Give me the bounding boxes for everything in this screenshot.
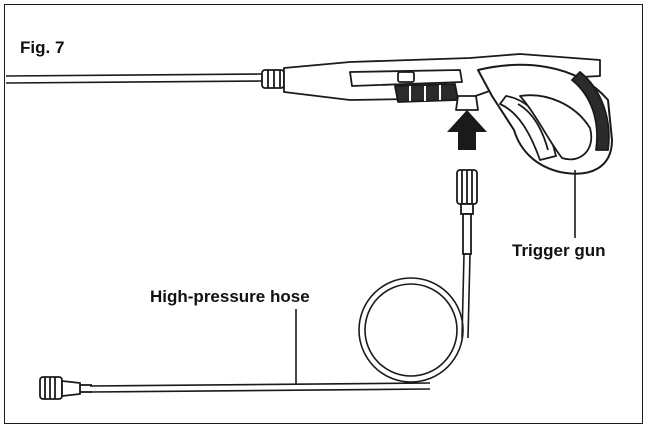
spray-lance [5,73,263,84]
arrow-up-icon [447,110,487,150]
hose-connector [456,169,478,255]
figure-title: Fig. 7 [20,38,65,57]
trigger-gun-label: Trigger gun [512,241,606,260]
trigger-gun [261,53,613,238]
high-pressure-hose [89,253,471,393]
high-pressure-hose-label: High-pressure hose [150,287,310,306]
hose-end-fitting [39,376,92,400]
